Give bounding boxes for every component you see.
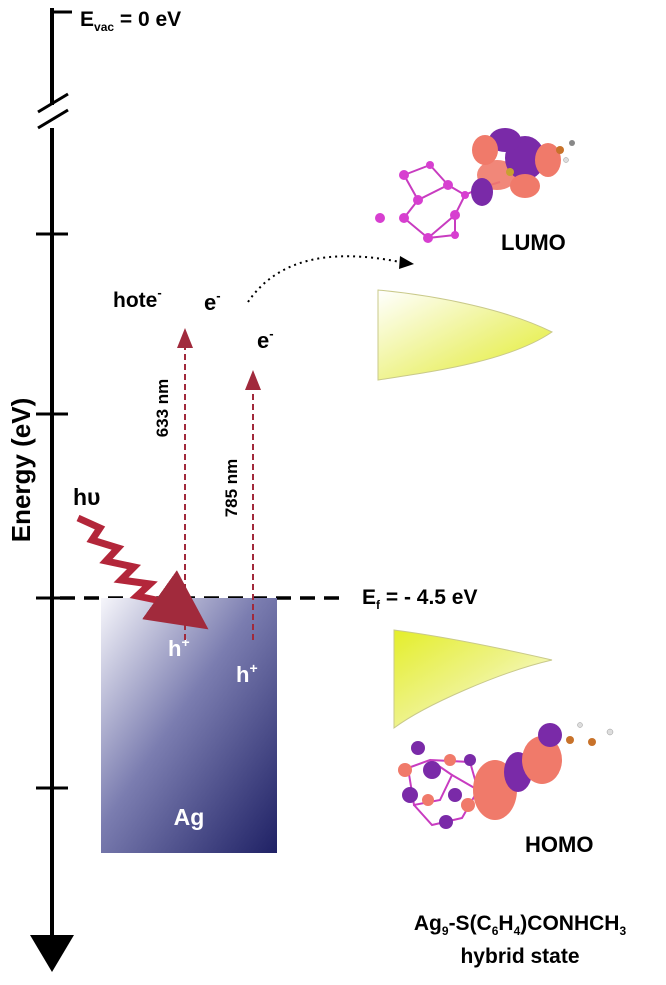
hot-electron-label: hote- bbox=[113, 285, 162, 312]
excitation-arrowhead-633 bbox=[177, 328, 193, 348]
photon-label: hυ bbox=[73, 484, 100, 510]
lumo-orbital-illustration bbox=[375, 128, 575, 243]
axis-break-mark bbox=[37, 92, 69, 130]
homo-dos-shape bbox=[393, 629, 553, 729]
wavelength-label-785: 785 nm bbox=[222, 459, 241, 518]
charge-transfer-arrow bbox=[247, 255, 401, 303]
energy-axis: Energy (eV) bbox=[6, 8, 74, 972]
photon-wave bbox=[76, 514, 167, 606]
axis-arrowhead bbox=[30, 935, 74, 972]
hybrid-caption: hybrid state bbox=[460, 945, 579, 968]
hole-label-1: h+ bbox=[168, 634, 190, 661]
photon-arrow bbox=[142, 570, 209, 630]
lumo-label: LUMO bbox=[501, 230, 566, 255]
ag-metal-block bbox=[101, 598, 277, 853]
homo-orbital-illustration bbox=[398, 722, 614, 829]
axis-ticks bbox=[36, 10, 72, 790]
transfer-electron-label: e- bbox=[204, 288, 221, 315]
vacuum-level-label: Evac = 0 eV bbox=[80, 8, 181, 34]
ag-label: Ag bbox=[174, 804, 205, 830]
fermi-level-label: Ef = - 4.5 eV bbox=[362, 586, 478, 612]
wavelength-label-633: 633 nm bbox=[153, 379, 172, 438]
electron-label-785: e- bbox=[257, 326, 274, 353]
homo-label: HOMO bbox=[525, 832, 593, 857]
axis-label: Energy (eV) bbox=[6, 398, 36, 543]
charge-transfer-arrowhead bbox=[399, 256, 414, 269]
excitation-arrowhead-785 bbox=[245, 370, 261, 390]
lumo-dos-shape bbox=[377, 289, 553, 381]
hybrid-formula: Ag9-S(C6H4)CONHCH3 bbox=[414, 912, 627, 938]
hole-label-2: h+ bbox=[236, 660, 258, 687]
